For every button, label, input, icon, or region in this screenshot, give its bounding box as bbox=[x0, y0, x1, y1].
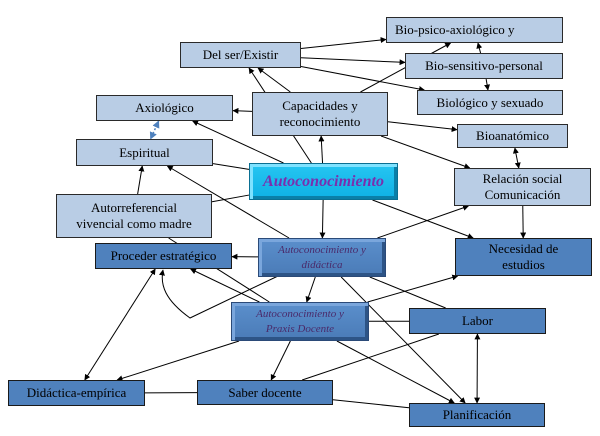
node-proceder-estrategico[interactable]: Proceder estratégico bbox=[95, 243, 232, 269]
node-autoconocimiento-central[interactable]: Autoconocimiento bbox=[249, 163, 398, 200]
edge-saber-docente-to-labor bbox=[301, 333, 440, 381]
edge-del-ser-to-bio-psico bbox=[300, 37, 387, 50]
curved-connector bbox=[159, 269, 279, 319]
node-bio-sensitivo-personal[interactable]: Bio-sensitivo-personal bbox=[405, 53, 563, 79]
edge-autoconocimiento-to-necesidad bbox=[372, 199, 474, 239]
node-bioanatomico[interactable]: Bioanatómico bbox=[457, 124, 568, 148]
edge-auto-didactica-to-planificacion bbox=[340, 276, 466, 404]
node-capacidades-reconocimiento[interactable]: Capacidades y reconocimiento bbox=[252, 92, 388, 136]
node-planificacion[interactable]: Planificación bbox=[409, 403, 545, 427]
node-bio-psico-axiologico[interactable]: Bio-psico-axiológico y bbox=[386, 17, 563, 43]
edge-bioanatomico-to-relacion-social bbox=[512, 147, 521, 169]
edge-autoconocimiento-to-axiologico bbox=[192, 120, 284, 164]
node-biologico-sexuado[interactable]: Biológico y sexuado bbox=[417, 90, 563, 115]
edge-capacidades-to-bioanatomico bbox=[387, 121, 458, 133]
edge-auto-didactica-to-relacion-social bbox=[377, 204, 470, 239]
edge-bio-sensitivo-to-bio-psico bbox=[476, 42, 483, 54]
edge-auto-didactica-to-labor bbox=[369, 276, 446, 309]
edge-proceder-to-didactica-empirica bbox=[84, 268, 156, 381]
node-relacion-social-comunicacion[interactable]: Relación social Comunicación bbox=[454, 168, 591, 206]
edge-capacidades-to-del-ser bbox=[257, 67, 291, 93]
edge-auto-praxis-to-planificacion bbox=[336, 340, 455, 404]
node-saber-docente[interactable]: Saber docente bbox=[197, 380, 333, 405]
node-didactica-empirica[interactable]: Didáctica-empírica bbox=[8, 380, 145, 406]
node-necesidad-estudios[interactable]: Necesidad de estudios bbox=[455, 238, 592, 276]
edge-auto-praxis-to-saber-docente bbox=[270, 340, 291, 381]
edge-del-ser-to-biologico bbox=[300, 66, 425, 92]
edge-auto-praxis-to-necesidad bbox=[367, 274, 459, 303]
edge-autoconocimiento-to-capacidades bbox=[318, 135, 325, 164]
node-autorreferencial-vivencial[interactable]: Autorreferencial vivencial como madre bbox=[56, 194, 212, 238]
node-autoconocimiento-praxis-docente[interactable]: Autoconocimiento y Praxis Docente bbox=[231, 302, 369, 341]
edge-axiologico-to-espiritual bbox=[149, 120, 160, 140]
node-autoconocimiento-didactica[interactable]: Autoconocimiento y didáctica bbox=[258, 238, 386, 277]
edge-saber-docente-to-planificacion bbox=[332, 399, 410, 409]
edge-del-ser-to-bio-sensitivo bbox=[300, 57, 406, 66]
node-del-ser-existir[interactable]: Del ser/Existir bbox=[180, 42, 301, 68]
edge-capacidades-to-axiologico bbox=[232, 107, 253, 114]
edge-bio-sensitivo-to-biologico bbox=[484, 78, 491, 91]
edge-autorreferencial-to-espiritual bbox=[137, 165, 145, 195]
edge-auto-praxis-to-didactica-empirica bbox=[116, 340, 240, 382]
edge-auto-didactica-to-espiritual bbox=[166, 165, 290, 239]
node-axiologico[interactable]: Axiológico bbox=[96, 95, 233, 121]
edge-auto-praxis-to-proceder bbox=[190, 268, 260, 303]
edge-autoconocimiento-to-auto-didactica bbox=[319, 199, 326, 239]
edge-autorreferencial-to-autoconocimiento bbox=[211, 194, 250, 203]
node-labor[interactable]: Labor bbox=[409, 308, 546, 334]
edge-capacidades-to-relacion-social bbox=[380, 135, 471, 169]
node-espiritual[interactable]: Espiritual bbox=[76, 139, 213, 166]
edge-espiritual-to-autoconocimiento bbox=[212, 163, 250, 170]
edge-auto-didactica-to-auto-praxis bbox=[305, 276, 316, 303]
